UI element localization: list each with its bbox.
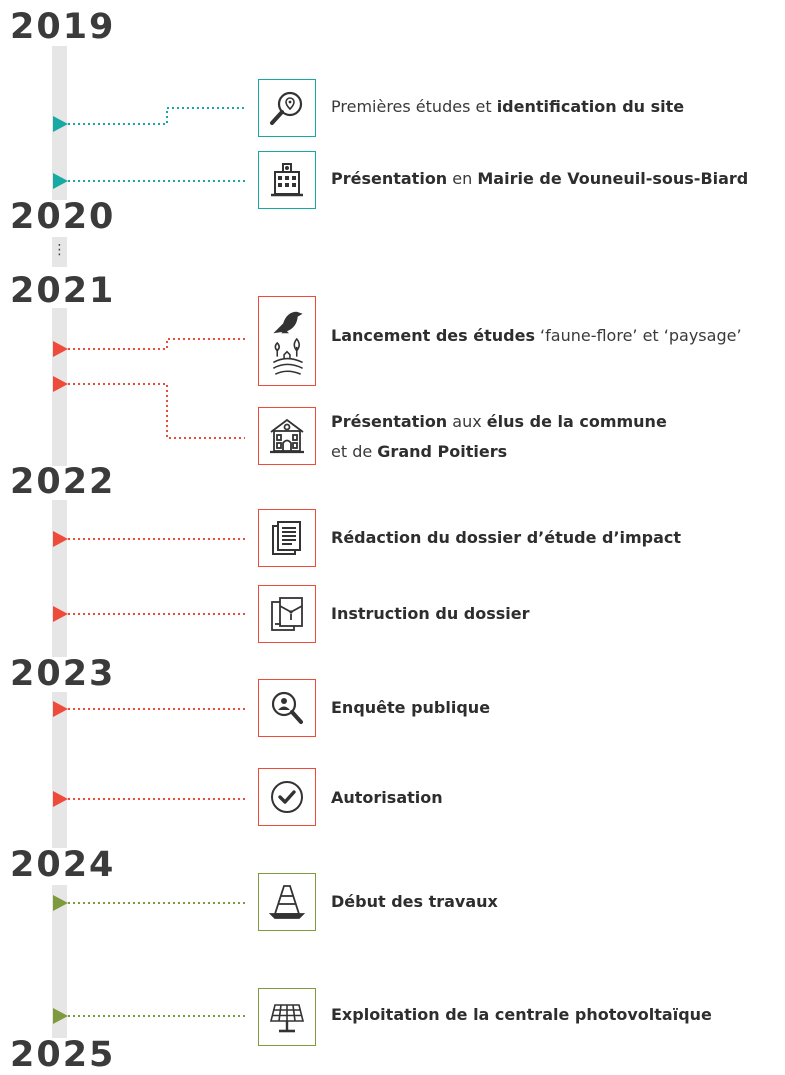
year-label: 2024 (10, 845, 116, 885)
label-bold-part: Début des travaux (331, 892, 498, 911)
timeline-marker (53, 791, 68, 807)
event-icon-box (258, 79, 316, 137)
event-label: Instruction du dossier (331, 600, 530, 628)
person-search-icon (271, 691, 303, 724)
year-label: 2021 (10, 271, 116, 311)
timeline-bar (52, 500, 67, 657)
label-bold-part: Exploitation de la centrale photovoltaïq… (331, 1005, 712, 1024)
solar-panel-icon (269, 1004, 305, 1033)
bird-landscape-icon (272, 311, 303, 375)
label-text-part: en (447, 169, 478, 188)
label-bold-part: élus de la commune (486, 412, 667, 431)
connector-line (68, 383, 245, 439)
label-bold-part: identification du site (496, 97, 685, 116)
timeline-marker (53, 341, 68, 357)
label-text-part: et de (331, 442, 378, 461)
timeline-bar (52, 885, 67, 1038)
connector-line (68, 338, 245, 350)
event-icon-box (258, 407, 316, 465)
timeline-marker (53, 1008, 68, 1024)
event-icon-box (258, 873, 316, 931)
label-bold-part: Rédaction du dossier d’étude d’impact (331, 528, 682, 547)
event-label: Enquête publique (331, 694, 490, 722)
event-label-line2: et de Grand Poitiers (331, 438, 507, 466)
label-bold-part: Présentation (331, 169, 448, 188)
label-text-part: aux (447, 412, 487, 431)
label-bold-part: Présentation (331, 412, 448, 431)
label-text-part: Premières études et (331, 97, 497, 116)
event-icon-box (258, 988, 316, 1046)
timeline-marker (53, 376, 68, 392)
timeline-marker (53, 116, 68, 132)
label-bold-part: Grand Poitiers (377, 442, 508, 461)
building-icon (270, 418, 304, 454)
event-icon-box (258, 151, 316, 209)
search-location-icon (270, 91, 303, 125)
label-bold-part: Autorisation (331, 788, 443, 807)
event-label: Exploitation de la centrale photovoltaïq… (331, 1001, 712, 1029)
town-hall-icon (271, 163, 303, 197)
year-label: 2020 (10, 197, 116, 237)
label-bold-part: Enquête publique (331, 698, 491, 717)
label-text-part: ‘faune-flore’ et ‘paysage’ (534, 326, 742, 345)
event-label: Rédaction du dossier d’étude d’impact (331, 524, 681, 552)
timeline-marker (53, 531, 68, 547)
event-icon-box (258, 509, 316, 567)
year-label: 2023 (10, 654, 116, 694)
year-label: 2019 (10, 7, 116, 47)
envelope-folder-icon (271, 597, 303, 631)
event-label: Présentation en Mairie de Vouneuil-sous-… (331, 165, 748, 193)
timeline-bar (52, 692, 67, 848)
event-label: Lancement des études ‘faune-flore’ et ‘p… (331, 322, 742, 350)
timeline-marker (53, 606, 68, 622)
event-icon-box (258, 585, 316, 643)
year-label: 2022 (10, 462, 116, 502)
year-label: 2025 (10, 1035, 116, 1075)
traffic-cone-icon (268, 885, 306, 919)
timeline-marker (53, 173, 68, 189)
timeline-marker (53, 701, 68, 717)
label-bold-part: Lancement des études (331, 326, 535, 345)
event-icon-box (258, 679, 316, 737)
event-icon-box (258, 296, 316, 386)
connector-line (68, 107, 245, 125)
timeline-gap: ⋮ (52, 237, 67, 267)
event-label: Premières études et identification du si… (331, 93, 684, 121)
label-bold-part: Mairie de Vouneuil-sous-Biard (477, 169, 749, 188)
event-label: Début des travaux (331, 888, 498, 916)
document-icon (272, 521, 301, 555)
event-label: Présentation aux élus de la commune (331, 408, 667, 436)
timeline-marker (53, 895, 68, 911)
check-circle-icon (271, 781, 303, 813)
label-bold-part: Instruction du dossier (331, 604, 530, 623)
event-label: Autorisation (331, 784, 443, 812)
event-icon-box (258, 768, 316, 826)
